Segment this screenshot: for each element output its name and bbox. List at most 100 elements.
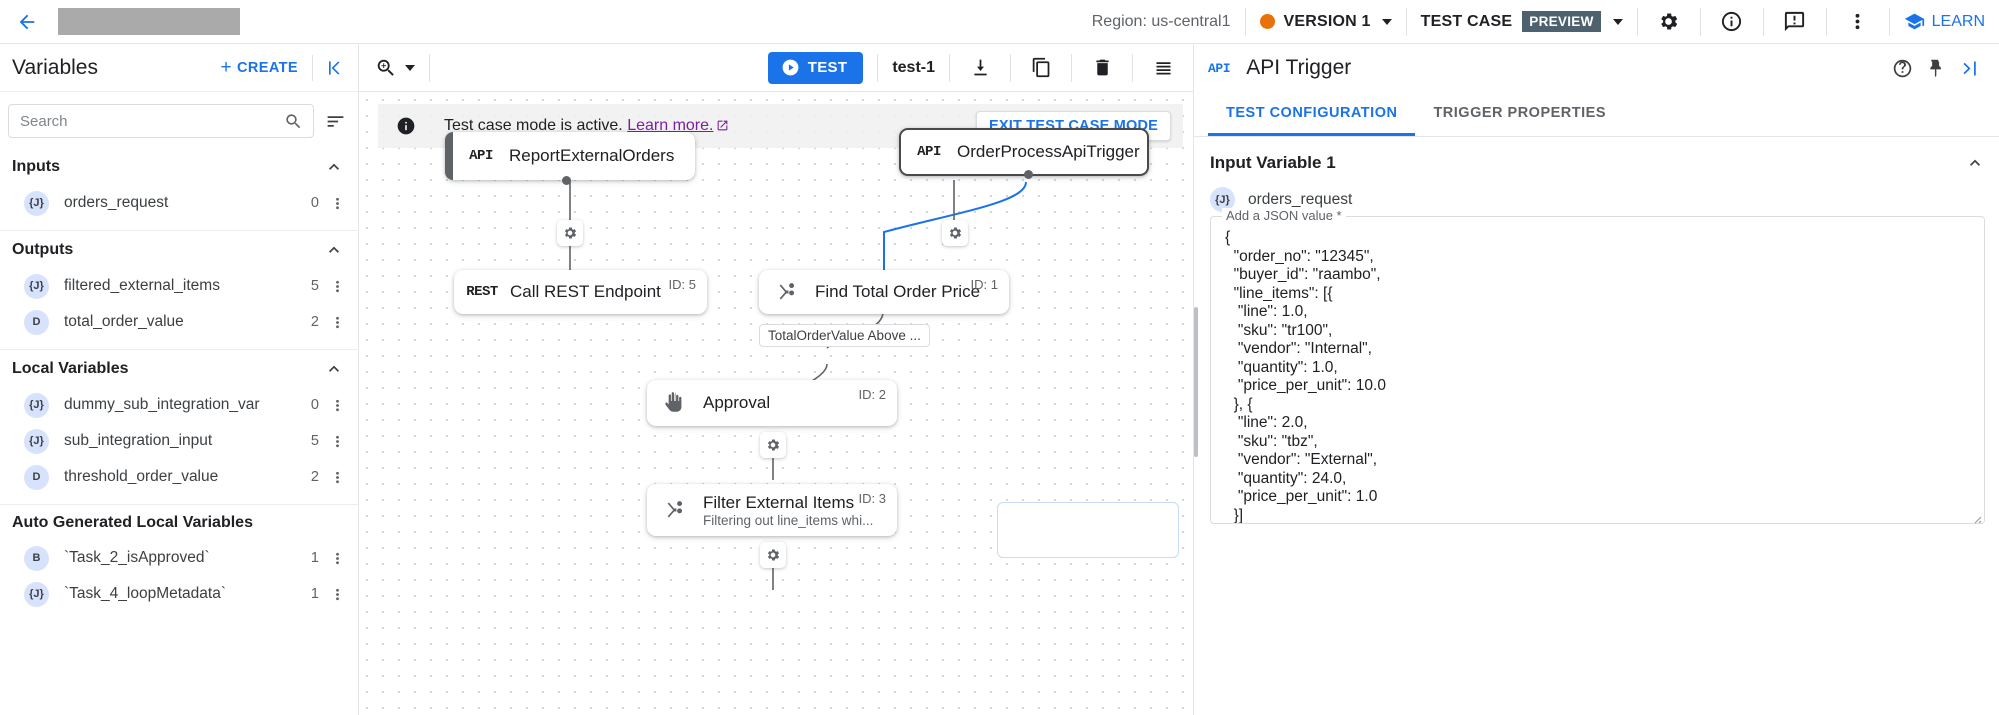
chevron-up-icon[interactable]: [324, 359, 344, 379]
zoom-control[interactable]: [375, 57, 415, 79]
download-icon[interactable]: [964, 52, 996, 84]
node-id-label: ID: 1: [970, 277, 998, 292]
input-variable-header: Input Variable 1: [1210, 153, 1985, 173]
node-body: Find Total Order Price: [815, 282, 1009, 302]
divider: [1244, 7, 1246, 36]
edge-settings-gear-icon[interactable]: [557, 220, 583, 246]
delete-icon[interactable]: [1086, 52, 1118, 84]
divider: [1132, 53, 1133, 82]
resize-handle[interactable]: [1970, 509, 1982, 524]
info-icon[interactable]: [1715, 5, 1749, 39]
help-icon[interactable]: [1885, 51, 1919, 85]
test-button[interactable]: TEST: [767, 51, 864, 84]
panel-title: API Trigger: [1246, 56, 1352, 79]
pin-icon[interactable]: [1919, 51, 1953, 85]
play-circle-icon: [782, 59, 799, 76]
variable-usage-count: 1: [310, 586, 319, 602]
node-approval[interactable]: Approval ID: 2: [647, 380, 897, 426]
canvas-toolbar: TEST test-1: [359, 44, 1193, 92]
chevron-down-icon: [1381, 18, 1392, 25]
panel-scrollbar[interactable]: [1194, 307, 1198, 457]
edge-settings-gear-icon[interactable]: [760, 542, 786, 568]
sort-icon[interactable]: [325, 111, 346, 132]
variable-type-badge: D: [24, 309, 49, 335]
variable-type-badge: B: [24, 545, 49, 571]
more-vert-icon[interactable]: [328, 397, 346, 414]
gear-icon[interactable]: [1652, 5, 1686, 39]
collapse-right-icon[interactable]: [1953, 51, 1987, 85]
search-row: [0, 92, 358, 148]
test-case-name[interactable]: test-1: [892, 58, 935, 76]
chevron-up-icon[interactable]: [324, 240, 344, 260]
test-case-selector[interactable]: TEST CASE PREVIEW: [1421, 11, 1623, 32]
node-report-external-orders[interactable]: API ReportExternalOrders: [445, 132, 695, 185]
variable-type-badge: {J}: [24, 581, 49, 607]
node-find-total-order-price[interactable]: Find Total Order Price ID: 1: [759, 270, 1009, 314]
tab-test-configuration[interactable]: TEST CONFIGURATION: [1208, 92, 1416, 136]
variable-row[interactable]: {J}`Task_4_loopMetadata`1: [0, 576, 358, 612]
search-field[interactable]: [20, 112, 284, 130]
collapse-panel-icon[interactable]: [324, 58, 344, 78]
section-title: Inputs: [12, 158, 60, 175]
variable-row[interactable]: B`Task_2_isApproved`1: [0, 540, 358, 576]
edge-settings-gear-icon[interactable]: [760, 432, 786, 458]
learn-button[interactable]: LEARN: [1904, 11, 1985, 32]
feedback-icon[interactable]: [1778, 5, 1812, 39]
version-selector[interactable]: VERSION 1: [1259, 13, 1392, 31]
variable-usage-count: 2: [310, 469, 319, 485]
variable-type-badge: {J}: [24, 273, 49, 299]
more-vert-icon[interactable]: [328, 550, 346, 567]
data-mapping-icon: [647, 499, 703, 521]
tab-trigger-properties[interactable]: TRIGGER PROPERTIES: [1433, 105, 1607, 121]
json-value-editor[interactable]: Add a JSON value * { "order_no": "12345"…: [1210, 208, 1985, 524]
workflow-canvas[interactable]: Test case mode is active. Learn more. EX…: [359, 92, 1193, 715]
divider: [1699, 7, 1701, 36]
node-output-port[interactable]: [1024, 170, 1033, 179]
back-arrow-icon[interactable]: [10, 5, 44, 39]
test-button-label: TEST: [807, 59, 848, 76]
chevron-up-icon[interactable]: [1965, 153, 1985, 173]
divider: [1405, 7, 1407, 36]
create-variable-button[interactable]: + CREATE: [221, 58, 298, 77]
json-field-label: Add a JSON value *: [1222, 208, 1346, 223]
more-vert-icon[interactable]: [328, 469, 346, 486]
search-input[interactable]: [8, 104, 314, 138]
canvas-placeholder-box[interactable]: [997, 502, 1179, 558]
divider: [1825, 7, 1827, 36]
edge-condition-label[interactable]: TotalOrderValue Above ...: [759, 324, 930, 347]
node-order-process-api-trigger[interactable]: API OrderProcessApiTrigger: [899, 128, 1149, 179]
chevron-up-icon[interactable]: [324, 157, 344, 177]
more-vert-icon[interactable]: [328, 433, 346, 450]
preview-badge: PREVIEW: [1522, 11, 1601, 32]
more-vert-icon[interactable]: [328, 314, 346, 331]
node-call-rest-endpoint[interactable]: REST Call REST Endpoint ID: 5: [454, 270, 707, 314]
edge-settings-gear-icon[interactable]: [942, 220, 968, 246]
more-vert-icon[interactable]: [328, 278, 346, 295]
more-vert-icon[interactable]: [328, 195, 346, 212]
learn-more-link[interactable]: Learn more.: [627, 117, 714, 134]
learn-label: LEARN: [1931, 12, 1985, 30]
node-filter-external-items[interactable]: Filter External Items Filtering out line…: [647, 484, 897, 536]
external-link-icon[interactable]: [716, 119, 729, 132]
variable-usage-count: 0: [310, 397, 319, 413]
json-value-text[interactable]: { "order_no": "12345", "buyer_id": "raam…: [1225, 229, 1386, 523]
more-vert-icon[interactable]: [328, 586, 346, 603]
variable-type-badge: {J}: [1210, 187, 1235, 212]
copy-icon[interactable]: [1025, 52, 1057, 84]
chevron-down-icon: [405, 64, 415, 71]
node-output-port[interactable]: [562, 176, 571, 185]
list-icon[interactable]: [1147, 52, 1179, 84]
more-vert-icon[interactable]: [1841, 5, 1875, 39]
node-title: ReportExternalOrders: [509, 146, 675, 165]
input-variable-row[interactable]: {J} orders_request: [1210, 187, 1985, 212]
variables-panel-header: Variables + CREATE: [0, 44, 358, 92]
